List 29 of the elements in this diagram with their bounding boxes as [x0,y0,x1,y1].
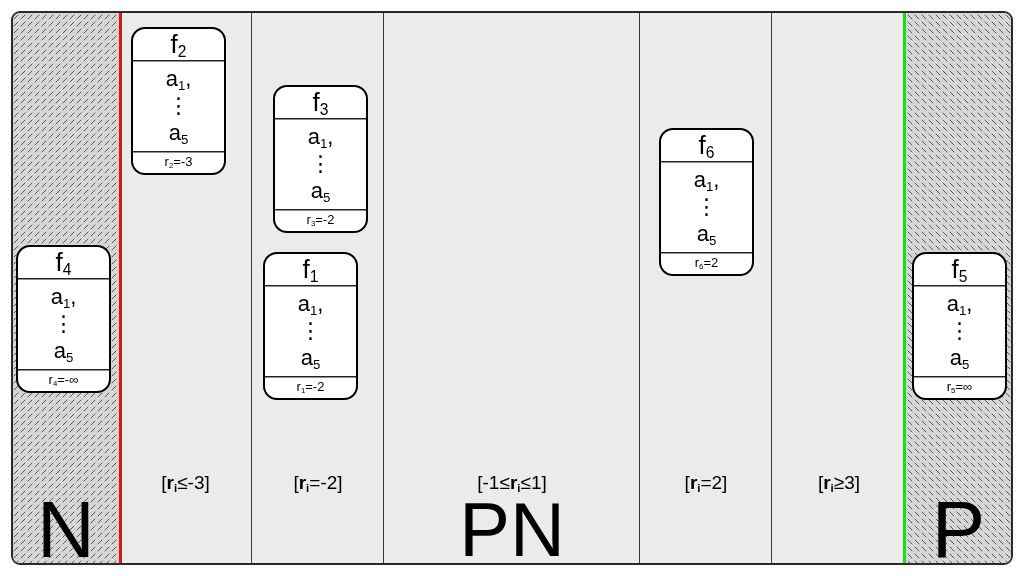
feature-name: f$_{5}$ [951,255,968,284]
rank-value: r$_{2}$=-3 [164,154,193,170]
rank-value: r$_{4}$=-∞ [48,372,79,388]
region-letter: PN [459,500,565,560]
feature-name: f$_{6}$ [698,131,715,160]
rank-value: r$_{3}$=-2 [306,212,335,228]
range-label: [r$_{i}$≥3] [817,471,861,496]
feature-card [912,252,1007,400]
column-band [119,13,252,563]
region-letter: N [37,498,95,562]
region-letter: P [931,498,986,562]
feature-card [16,245,111,393]
hatched-band [906,13,1011,563]
feature-name: f$_{3}$ [312,88,329,117]
hatched-band [13,13,119,563]
feature-card [131,27,226,175]
rank-value: r$_{6}$=2 [694,255,719,271]
feature-name: f$_{4}$ [55,248,72,277]
feature-name: f$_{1}$ [302,255,319,284]
range-label: [r$_{i}$=-2] [293,471,343,496]
rank-value: r$_{5}$=∞ [946,379,973,395]
range-label: [-1≤r$_{i}$≤1] [477,471,547,496]
feature-card [659,128,754,276]
feature-name: f$_{2}$ [170,30,187,59]
range-label: [r$_{i}$≤-3] [161,471,210,496]
rank-value: r$_{1}$=-2 [296,379,325,395]
feature-card [263,252,358,400]
range-label: [r$_{i}$=2] [684,471,728,496]
feature-card [273,85,368,233]
